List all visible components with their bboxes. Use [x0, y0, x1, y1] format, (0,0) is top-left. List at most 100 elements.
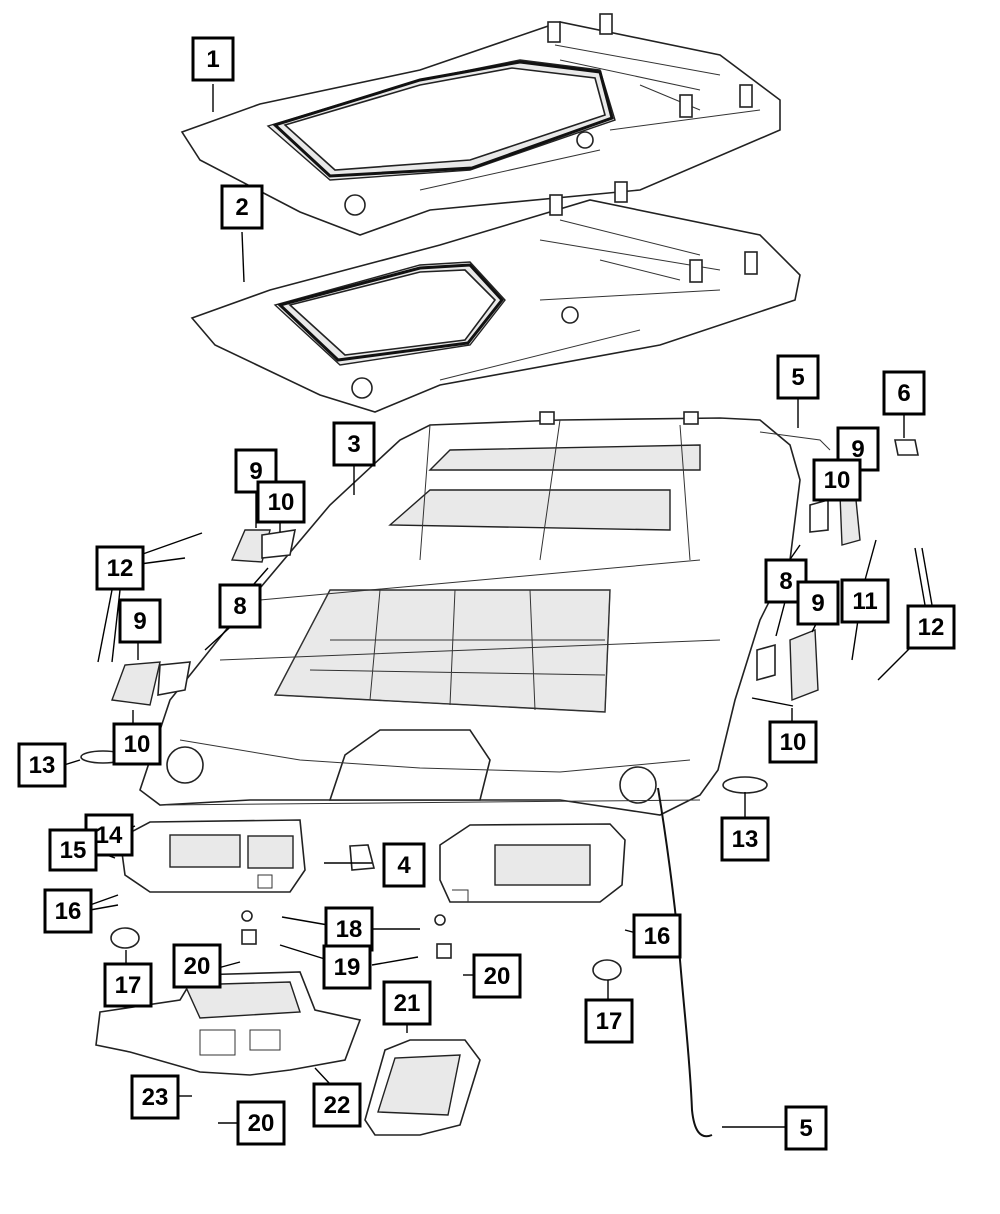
- callout-box: [172, 943, 222, 989]
- callout-label: 20: [484, 963, 511, 990]
- callout-box: [812, 458, 862, 502]
- callout-label: 23: [142, 1084, 169, 1111]
- callout-box: [103, 962, 153, 1008]
- callout-box: [130, 1074, 180, 1120]
- callout-label: 14: [96, 822, 123, 849]
- leader-lines: [63, 84, 933, 1128]
- callout-c13a: 13: [17, 742, 67, 788]
- callout-box: [784, 1105, 828, 1151]
- callout-box: [234, 448, 278, 494]
- callout-c23: 23: [130, 1074, 180, 1120]
- callout-label: 12: [918, 614, 945, 641]
- callout-c18: 18: [324, 906, 374, 952]
- headliner-top-with-sunroof: [180, 13, 781, 236]
- callout-box: [191, 36, 235, 82]
- callout-c17b: 17: [584, 998, 634, 1044]
- callout-label: 22: [324, 1092, 351, 1119]
- callout-box: [43, 888, 93, 934]
- callout-c11: 11: [840, 578, 890, 624]
- callout-c21: 21: [382, 980, 432, 1026]
- callout-box: [312, 1082, 362, 1128]
- sun-visor-left: [119, 819, 306, 893]
- wire-harness: [657, 431, 831, 1138]
- headliner-middle-with-sunroof: [190, 181, 801, 413]
- callout-box: [584, 998, 634, 1044]
- callout-box: [236, 1100, 286, 1146]
- callout-c8a: 8: [218, 583, 262, 629]
- callout-label: 19: [334, 954, 361, 981]
- grab-handle-left-upper: [230, 529, 271, 563]
- callout-label: 16: [644, 923, 671, 950]
- callout-label: 8: [233, 593, 246, 620]
- callout-box: [324, 906, 374, 952]
- callout-c5a: 5: [776, 354, 820, 400]
- callout-c17a: 17: [103, 962, 153, 1008]
- callout-c13b: 13: [720, 816, 770, 862]
- overhead-console-rear: [364, 1039, 481, 1136]
- visor-clip-4: [349, 844, 376, 871]
- callout-box: [112, 722, 162, 766]
- grab-handles-and-clips: [80, 439, 919, 981]
- callout-c19: 19: [322, 944, 372, 990]
- callout-c10d: 10: [768, 720, 818, 764]
- callout-box: [472, 953, 522, 999]
- callout-label: 8: [779, 568, 792, 595]
- callout-c22: 22: [312, 1082, 362, 1128]
- callout-c9d: 9: [796, 580, 840, 626]
- overhead-console-front: [95, 971, 362, 1076]
- grab-handle-left-lower: [111, 661, 161, 706]
- callout-c12a: 12: [95, 545, 145, 591]
- callout-box: [332, 421, 376, 467]
- callout-c15: 15: [48, 828, 98, 872]
- callout-label: 4: [397, 852, 411, 879]
- callout-box: [382, 980, 432, 1026]
- callout-label: 20: [184, 953, 211, 980]
- callout-c9a: 9: [234, 448, 278, 494]
- callout-c10a: 10: [256, 480, 306, 524]
- callout-label: 5: [791, 364, 804, 391]
- callout-c1: 1: [191, 36, 235, 82]
- callout-box: [48, 828, 98, 872]
- callout-c10b: 10: [112, 722, 162, 766]
- callout-box: [776, 354, 820, 400]
- callout-label: 9: [851, 436, 864, 463]
- callout-label: 9: [133, 608, 146, 635]
- callout-label: 10: [824, 467, 851, 494]
- callout-label: 13: [732, 826, 759, 853]
- callout-c12b: 12: [906, 604, 956, 650]
- dome-fastener-right: [722, 776, 768, 794]
- sun-visor-right: [439, 823, 626, 903]
- headliner-main: [139, 411, 801, 816]
- callout-label: 2: [235, 194, 248, 221]
- cap-17-right: [592, 959, 622, 981]
- callout-label: 1: [206, 46, 219, 73]
- callout-label: 18: [336, 916, 363, 943]
- callout-label: 3: [347, 431, 360, 458]
- callout-c5b: 5: [784, 1105, 828, 1151]
- callout-label: 17: [115, 972, 142, 999]
- callout-box: [382, 842, 426, 888]
- callout-label: 13: [29, 752, 56, 779]
- callout-label: 10: [780, 729, 807, 756]
- callouts: 1234556889999101010101112121313141516161…: [17, 36, 956, 1151]
- callout-c10c: 10: [812, 458, 862, 502]
- callout-label: 5: [799, 1115, 812, 1142]
- callout-label: 20: [248, 1110, 275, 1137]
- callout-box: [882, 370, 926, 416]
- cap-17-left: [110, 927, 140, 949]
- callout-label: 16: [55, 898, 82, 925]
- callout-box: [796, 580, 840, 626]
- callout-box: [906, 604, 956, 650]
- callout-c16a: 16: [43, 888, 93, 934]
- callout-c6: 6: [882, 370, 926, 416]
- callout-box: [17, 742, 67, 788]
- callout-box: [840, 578, 890, 624]
- callout-box: [256, 480, 306, 524]
- callout-c20c: 20: [236, 1100, 286, 1146]
- callout-c20b: 20: [472, 953, 522, 999]
- callout-box: [632, 913, 682, 959]
- callout-box: [322, 944, 372, 990]
- callout-label: 21: [394, 990, 421, 1017]
- callout-c20a: 20: [172, 943, 222, 989]
